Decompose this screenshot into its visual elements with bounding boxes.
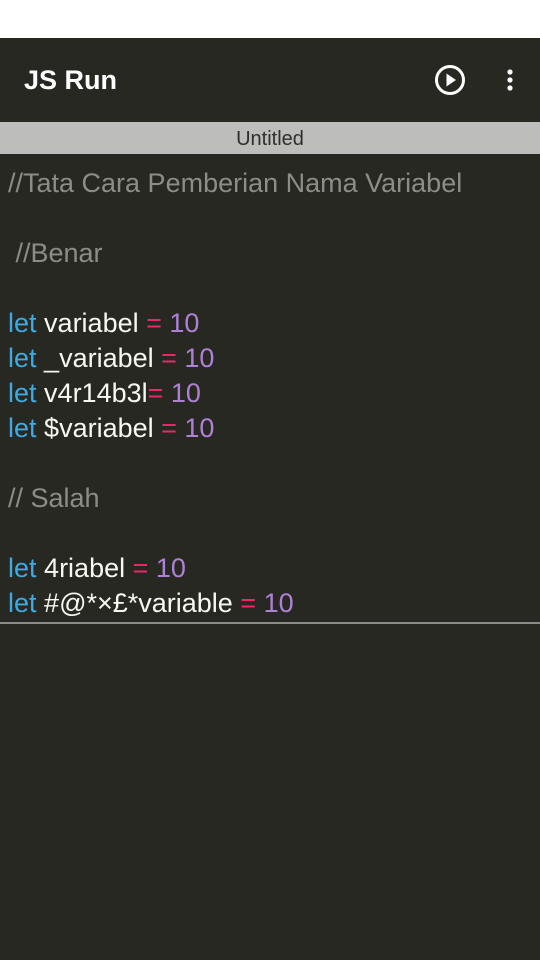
code-number: 10 — [148, 553, 186, 583]
code-comment-benar: //Benar — [8, 238, 103, 268]
play-circle-icon — [435, 65, 465, 95]
code-operator: = — [146, 308, 162, 338]
code-comment-title: //Tata Cara Pemberian Nama Variabel — [8, 168, 463, 198]
code-operator: = — [161, 413, 177, 443]
code-number: 10 — [163, 378, 201, 408]
code-number: 10 — [256, 588, 294, 618]
code-line: let variabel = 10 — [8, 306, 199, 341]
file-tab-untitled[interactable]: Untitled — [0, 122, 540, 154]
code-keyword: let — [8, 308, 37, 338]
more-vertical-icon — [507, 69, 513, 91]
code-keyword: let — [8, 343, 37, 373]
overflow-menu-button[interactable] — [494, 60, 526, 100]
app-bar: JS Run — [0, 38, 540, 122]
code-line: let #@*×£*variable = 10 — [8, 586, 294, 621]
code-line: let v4r14b3l= 10 — [8, 376, 201, 411]
code-identifier: _variabel — [44, 343, 162, 373]
code-identifier: variabel — [44, 308, 147, 338]
code-identifier: 4riabel — [44, 553, 133, 583]
code-keyword: let — [8, 413, 37, 443]
code-operator: = — [161, 343, 177, 373]
code-line: let 4riabel = 10 — [8, 551, 186, 586]
code-identifier: v4r14b3l — [44, 378, 148, 408]
code-number: 10 — [161, 308, 200, 338]
empty-workspace — [0, 624, 540, 960]
app-title: JS Run — [24, 65, 118, 95]
code-operator: = — [132, 553, 149, 583]
code-number: 10 — [176, 343, 215, 373]
code-number: 10 — [176, 413, 215, 443]
code-operator: = — [240, 588, 257, 618]
code-keyword: let — [8, 588, 37, 618]
code-identifier: $variabel — [44, 413, 162, 443]
code-identifier: #@*×£*variable — [44, 588, 241, 618]
code-keyword: let — [8, 553, 37, 583]
code-editor[interactable]: //Tata Cara Pemberian Nama Variabel //Be… — [0, 154, 540, 624]
run-button[interactable] — [430, 60, 470, 100]
status-bar — [0, 0, 540, 38]
code-comment-salah: // Salah — [8, 483, 100, 513]
code-keyword: let — [8, 378, 37, 408]
code-line: let _variabel = 10 — [8, 341, 214, 376]
code-operator: = — [147, 378, 164, 408]
code-line: let $variabel = 10 — [8, 411, 214, 446]
